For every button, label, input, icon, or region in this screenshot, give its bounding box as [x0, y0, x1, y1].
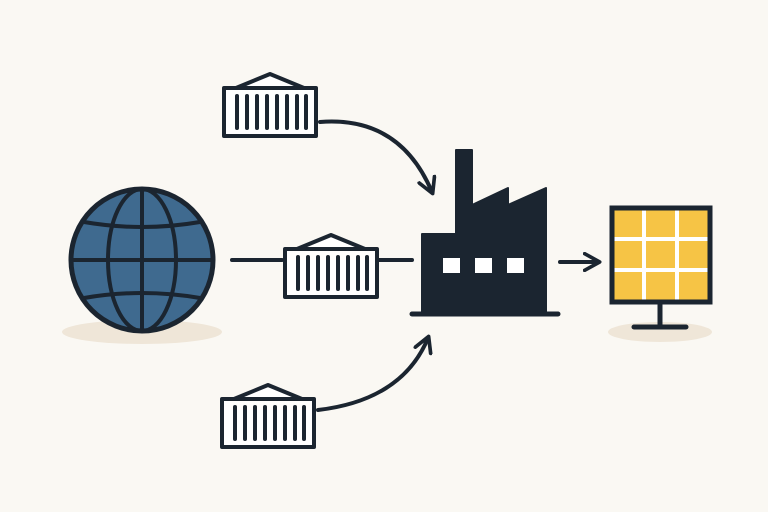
shipping-container-icon-top: [222, 72, 318, 138]
globe-icon: [62, 186, 222, 344]
arrow-container-top-to-factory: [318, 119, 432, 192]
solar-panel-icon: [608, 205, 713, 342]
factory-icon: [409, 149, 561, 317]
shipping-container-icon-middle: [283, 233, 379, 299]
arrow-container-bottom-to-factory: [316, 338, 428, 412]
shipping-container-icon-bottom: [220, 383, 316, 449]
